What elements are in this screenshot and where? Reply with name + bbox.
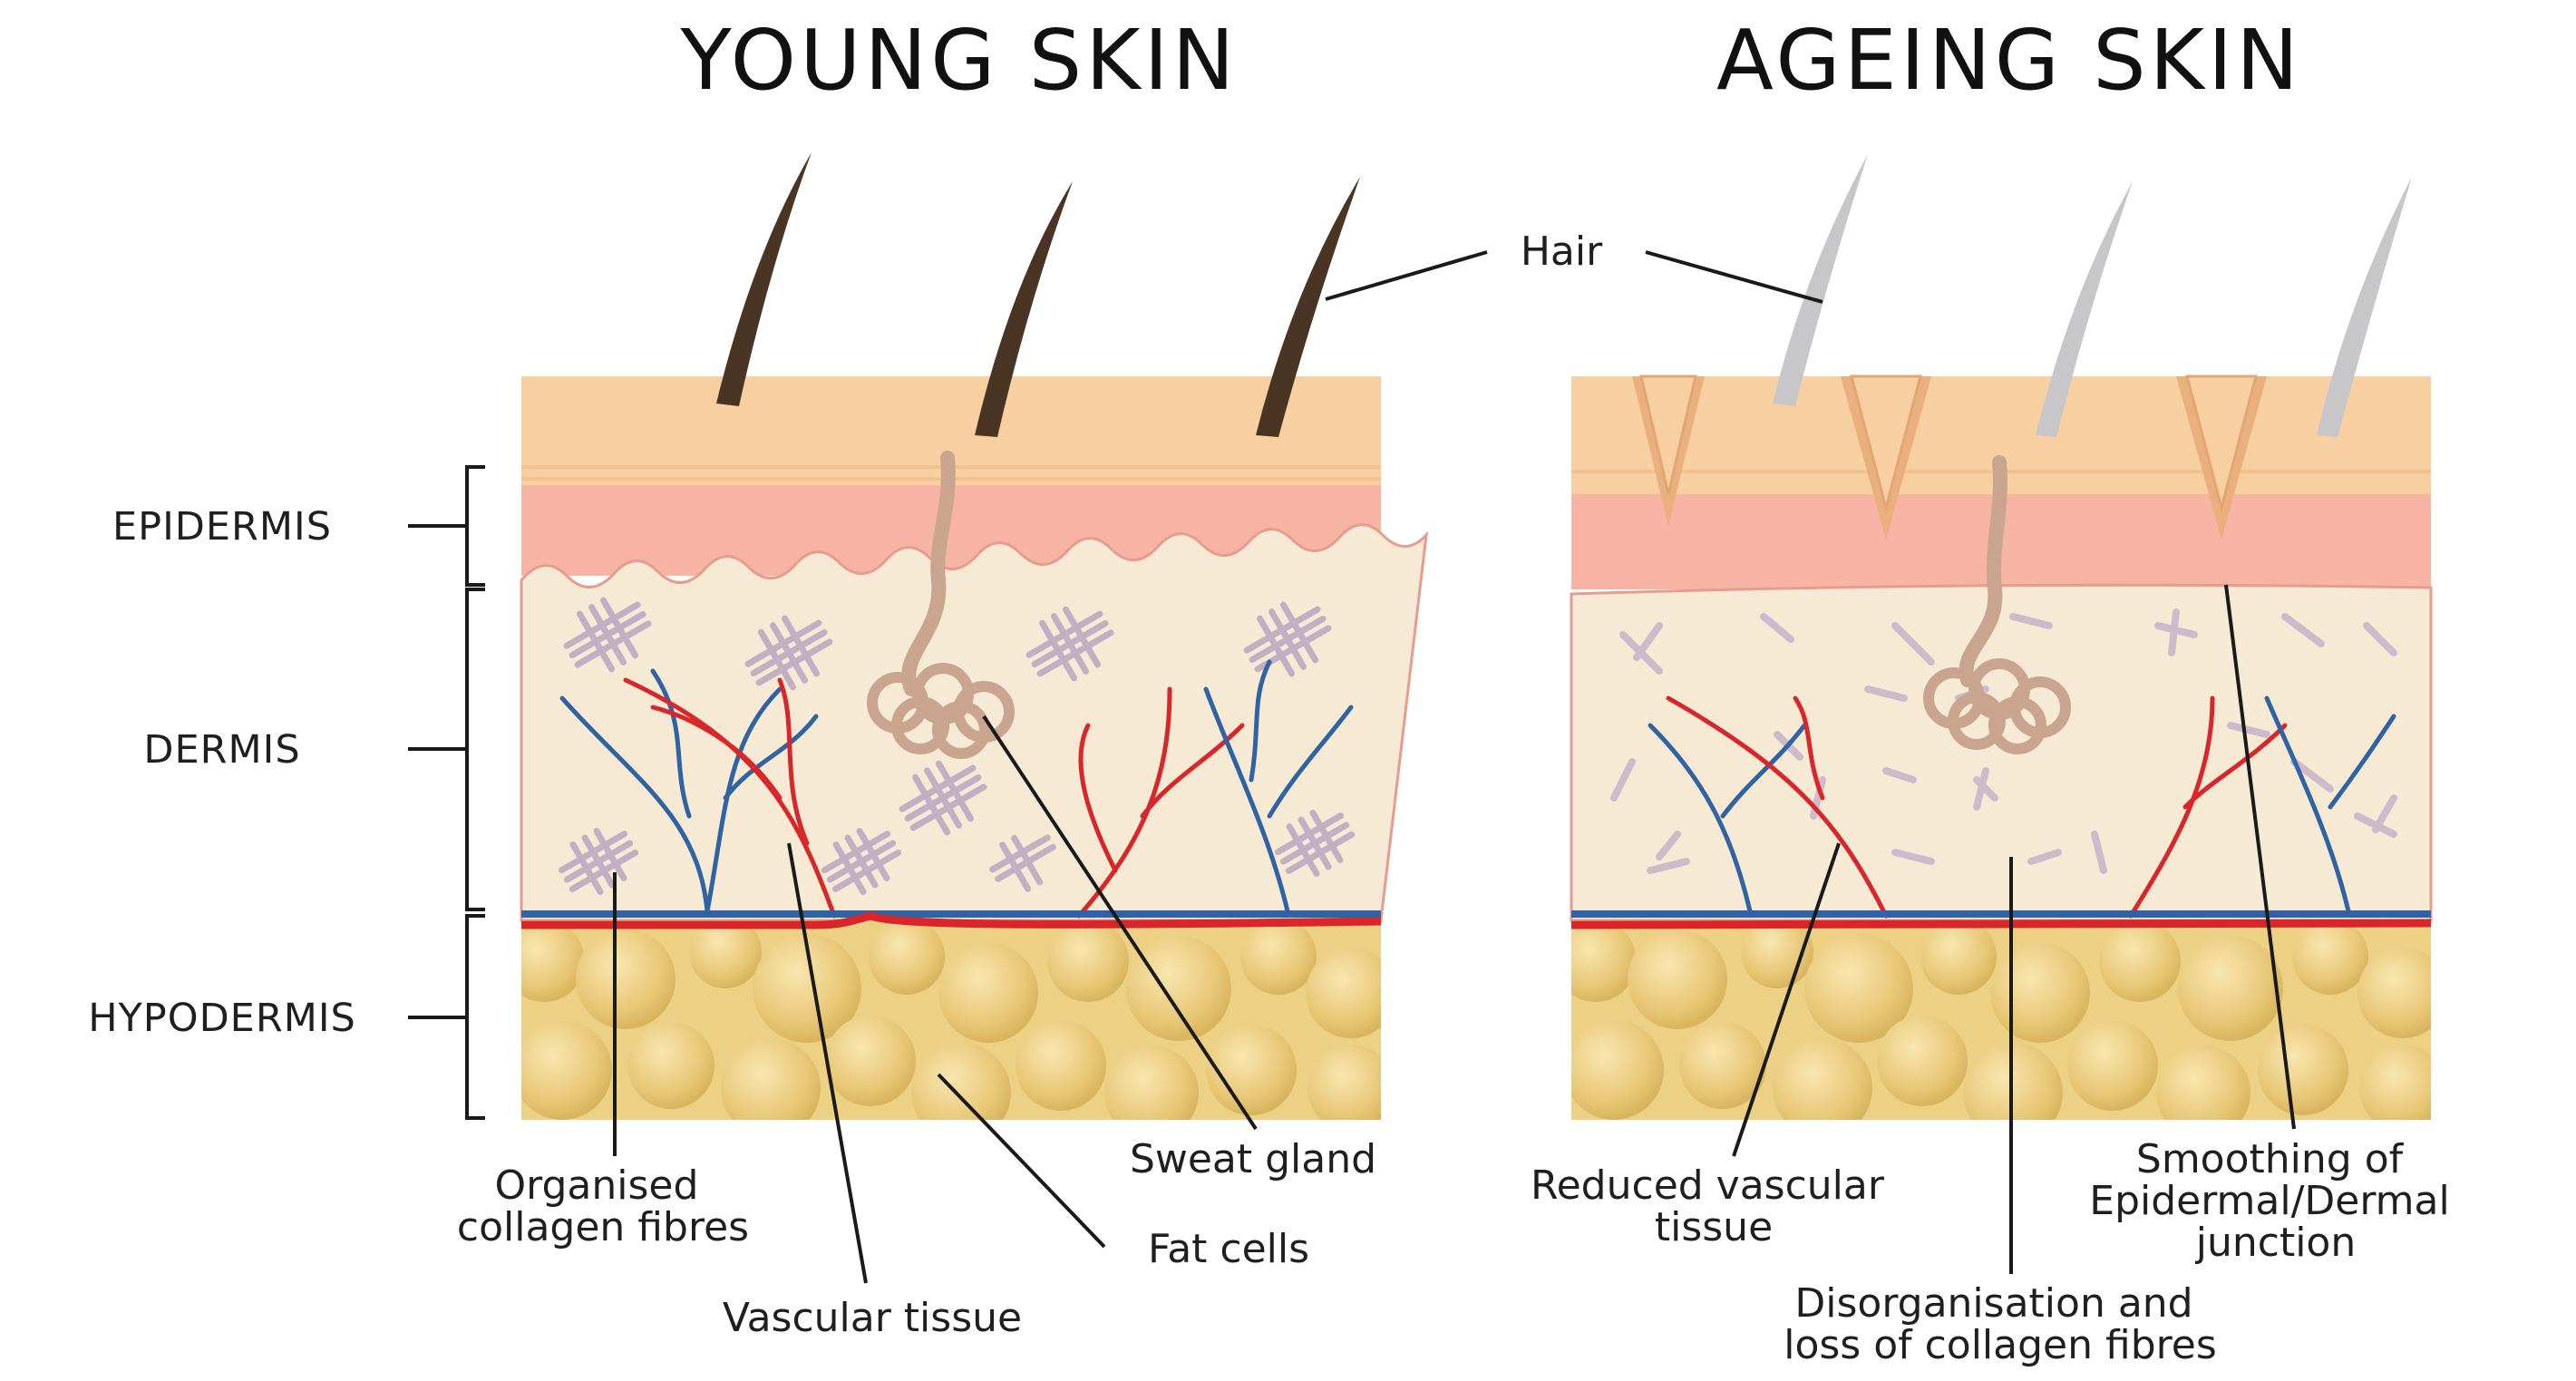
- label-sweat-gland: Sweat gland: [1130, 1136, 1376, 1182]
- label-disorganisation: Disorganisation and loss of collagen fib…: [1784, 1280, 2217, 1368]
- label-hair: Hair: [1521, 229, 1603, 275]
- label-reduced-vascular: Reduced vascular tissue: [1531, 1162, 1897, 1250]
- label-vascular-tissue: Vascular tissue: [723, 1295, 1022, 1341]
- label-dermis: DERMIS: [143, 727, 300, 773]
- ageing-dermis: [1571, 585, 2431, 920]
- title-young-skin: YOUNG SKIN: [680, 12, 1239, 109]
- label-hypodermis: HYPODERMIS: [88, 996, 356, 1041]
- label-fat-cells: Fat cells: [1148, 1226, 1309, 1272]
- ageing-skin-block: [1555, 154, 2448, 1143]
- label-organised-collagen: Organised collagen fibres: [457, 1162, 749, 1250]
- layer-brackets: [408, 467, 485, 1118]
- label-epidermis: EPIDERMIS: [112, 504, 332, 549]
- title-ageing-skin: AGEING SKIN: [1716, 12, 2302, 109]
- label-smoothing-junction: Smoothing of Epidermal/Dermal junction: [2089, 1136, 2462, 1266]
- young-skin-block: [503, 152, 1426, 1143]
- young-dermis: [521, 525, 1426, 920]
